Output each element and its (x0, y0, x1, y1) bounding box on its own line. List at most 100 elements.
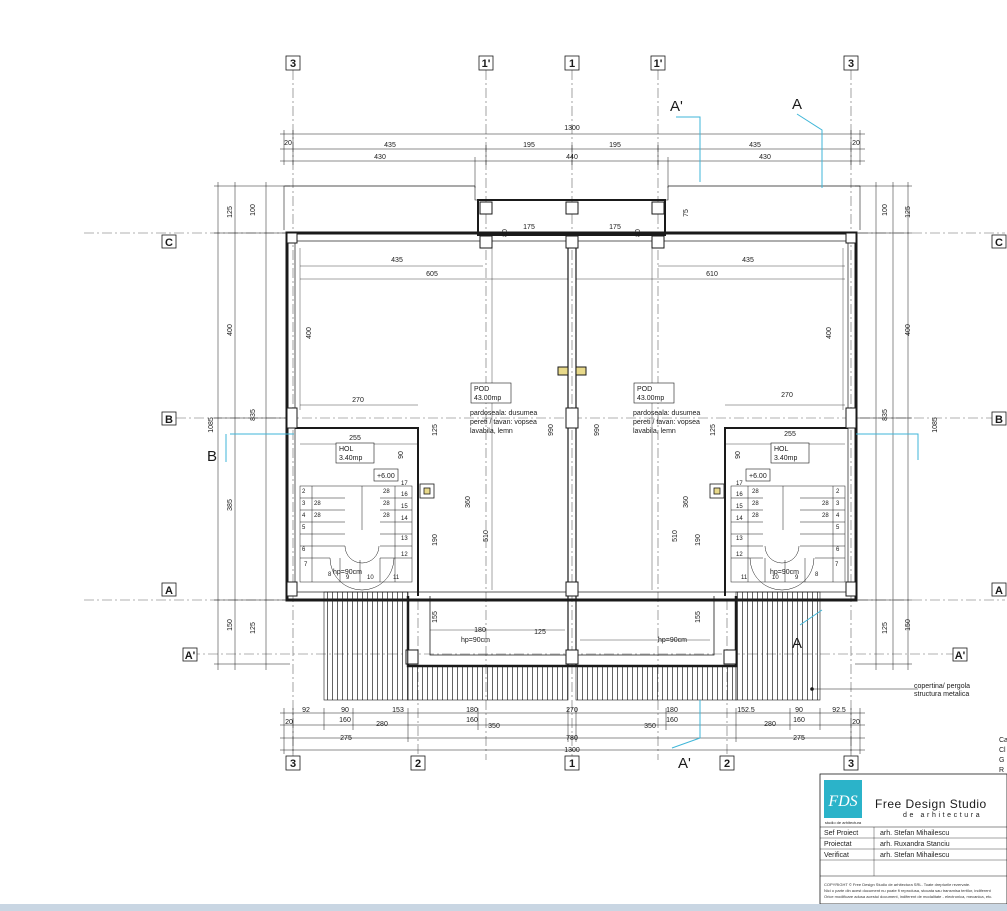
side-letter: R (999, 767, 1004, 774)
svg-text:17: 17 (401, 481, 408, 487)
grid-label: C (165, 237, 173, 249)
svg-text:3: 3 (302, 501, 306, 507)
dim-label: 195 (609, 142, 621, 149)
dim-label: 90 (341, 707, 349, 714)
svg-text:28: 28 (752, 501, 759, 507)
dim-label: 430 (374, 154, 386, 161)
logo-text: FDS (827, 793, 857, 810)
svg-text:5: 5 (836, 525, 840, 531)
dim-label: 175 (523, 224, 535, 231)
person-name: arh. Stefan Mihailescu (880, 830, 949, 837)
logo-sub: studio de arhitectura (825, 820, 862, 825)
room-name: POD (637, 386, 652, 393)
grid-label: 3 (290, 58, 296, 70)
dim-label: 125 (905, 206, 912, 218)
pergola (323, 591, 918, 701)
title-block: FDS studio de arhitectura Free Design St… (819, 773, 1007, 904)
window-bottom-band (0, 904, 1007, 911)
svg-text:28: 28 (314, 513, 321, 519)
grid-label: 3 (848, 758, 854, 770)
grid-bubbles-rows (161, 234, 1007, 662)
svg-text:8: 8 (815, 572, 819, 578)
room-area: 43.00mp (474, 395, 501, 402)
dim-label: 835 (882, 409, 889, 421)
stair-hp-left: hp=90cm (333, 569, 362, 576)
grid-label: 1' (654, 58, 663, 70)
grid-label: B (995, 414, 1003, 426)
dim-label: 435 (384, 142, 396, 149)
grid-label: A (995, 585, 1003, 597)
copyright-line: Nici o parte din acest document nu poate… (824, 888, 992, 893)
room-finish: pardoseala: dusumea (470, 410, 537, 417)
room-name: HOL (339, 446, 354, 453)
dim-label: 80 (502, 229, 509, 237)
studio-logo (824, 780, 862, 818)
svg-text:8: 8 (328, 572, 332, 578)
dim-label: 780 (566, 735, 578, 742)
dim-label: 400 (826, 327, 833, 339)
dim-label: 255 (784, 431, 796, 438)
person-name: arh. Stefan Mihailescu (880, 852, 949, 859)
dim-label: 160 (793, 717, 805, 724)
dim-label: 610 (706, 271, 718, 278)
grid-label: 3 (848, 58, 854, 70)
room-tag-hol-left: HOL 3.40mp (335, 442, 375, 464)
dim-label: 80 (635, 229, 642, 237)
svg-text:2: 2 (302, 489, 306, 495)
room-area: 43.00mp (637, 395, 664, 402)
room-finish: pereti / tavan: vopsea (470, 419, 537, 426)
dim-total-top: 1300 (564, 125, 580, 132)
svg-text:16: 16 (736, 492, 743, 498)
columns (286, 201, 857, 665)
dim-label: 400 (306, 327, 313, 339)
dim-label: 990 (548, 424, 555, 436)
dim-label: 125 (227, 206, 234, 218)
svg-text:6: 6 (836, 547, 840, 553)
svg-text:28: 28 (822, 513, 829, 519)
svg-text:28: 28 (752, 513, 759, 519)
dim-label: 153 (392, 707, 404, 714)
grid-label: 3 (290, 758, 296, 770)
svg-text:28: 28 (383, 501, 390, 507)
grid-label: 1' (482, 58, 491, 70)
svg-text:11: 11 (741, 575, 748, 581)
grid-label: A' (955, 650, 966, 662)
dim-label: 275 (793, 735, 805, 742)
dim-label: 125 (250, 622, 257, 634)
dim-label: 270 (781, 392, 793, 399)
section-mark: B (207, 448, 217, 465)
stair-right-numbers: 17 16 15 14 13 12 11 10 9 8 7 6 5 4 3 2 … (736, 481, 840, 581)
dim-label: 430 (759, 154, 771, 161)
grid-axes (84, 70, 1005, 760)
svg-text:14: 14 (736, 516, 743, 522)
dim-label: 190 (432, 534, 439, 546)
section-mark: A' (670, 98, 683, 115)
dim-label: 1085 (208, 417, 215, 433)
dim-label: 20 (284, 140, 292, 147)
dim-label: 195 (523, 142, 535, 149)
svg-text:28: 28 (752, 489, 759, 495)
dim-label: 152.5 (737, 707, 755, 714)
svg-text:15: 15 (401, 504, 408, 510)
svg-text:14: 14 (401, 516, 408, 522)
copyright-line: COPYRIGHT © Free Design Studio de arhite… (824, 882, 970, 887)
svg-text:9: 9 (346, 575, 350, 581)
pergola-note: structura metalica (914, 691, 969, 698)
dim-label: 510 (672, 530, 679, 542)
room-area: 3.40mp (774, 455, 797, 462)
svg-text:28: 28 (383, 489, 390, 495)
svg-text:12: 12 (736, 552, 743, 558)
svg-text:16: 16 (401, 492, 408, 498)
svg-text:28: 28 (383, 513, 390, 519)
dim-label: 75 (683, 209, 690, 217)
dim-total-bottom: 1300 (564, 747, 580, 754)
studio-subtitle: de arhitectura (903, 812, 982, 819)
dim-label: 270 (566, 707, 578, 714)
grid-label: B (165, 414, 173, 426)
dim-label: 150 (905, 619, 912, 631)
side-letter: Ca (999, 737, 1007, 744)
grid-label: A' (185, 650, 196, 662)
dim-label: 92.5 (832, 707, 846, 714)
svg-text:28: 28 (314, 501, 321, 507)
